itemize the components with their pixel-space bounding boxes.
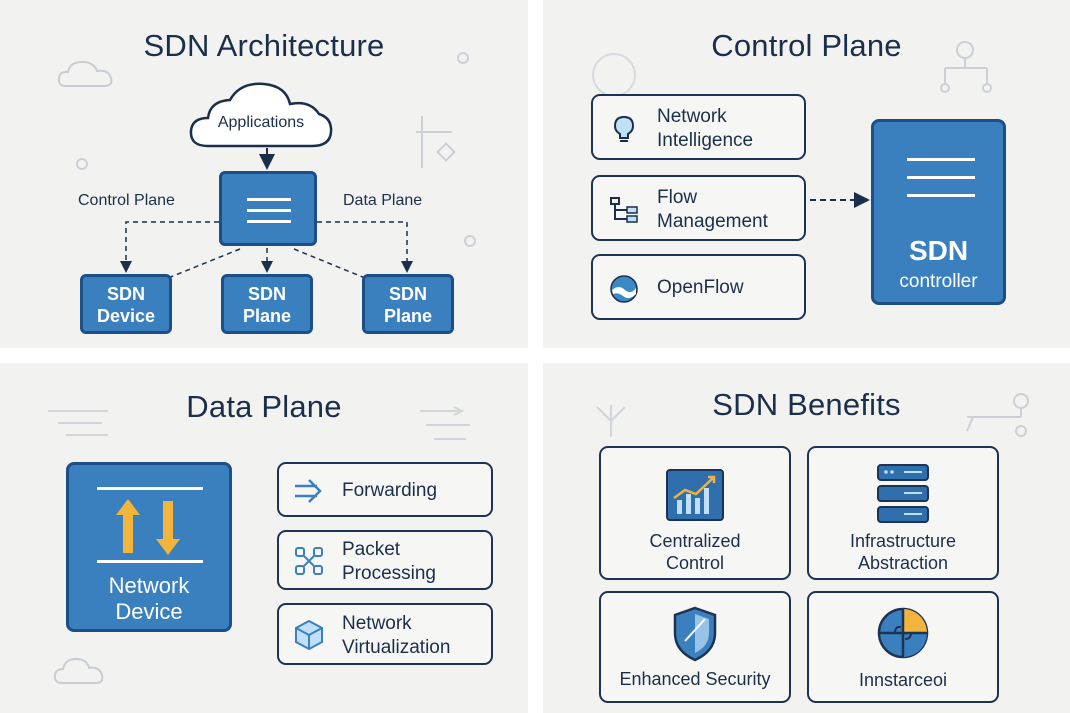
- cube-icon: [295, 619, 323, 651]
- data-plane-label: Data Plane: [343, 192, 423, 209]
- device-line1: SDN: [247, 284, 286, 304]
- network-device-box: Network Device: [66, 462, 232, 632]
- controller-title: SDN: [908, 235, 969, 266]
- card-label-line2: Control: [665, 553, 725, 573]
- menu-lines-icon: [907, 158, 975, 212]
- lightbulb-icon: [613, 115, 635, 142]
- forwarding-card: Forwarding: [277, 462, 493, 517]
- sdn-architecture-panel: SDN Architecture Applications Control Pl…: [0, 0, 528, 348]
- openflow-icon: [610, 275, 638, 303]
- card-label-line2: Processing: [342, 563, 436, 584]
- divider: [97, 487, 203, 490]
- network-decoration-icon: [966, 393, 1029, 437]
- network-device-line2: Device: [115, 599, 183, 624]
- device-line2: Plane: [383, 306, 433, 326]
- divider: [97, 560, 203, 563]
- forward-arrow-icon: [295, 479, 322, 503]
- architecture-connectors: [120, 148, 413, 279]
- openflow-card: OpenFlow: [591, 254, 806, 320]
- packet-processing-card: Packet Processing: [277, 530, 493, 590]
- card-label-line2: Management: [657, 211, 768, 232]
- cloud-icon: [189, 82, 333, 148]
- controller-subtitle: controller: [899, 271, 978, 292]
- card-label-line2: Intelligence: [657, 130, 754, 151]
- card-label-line2: Virtualization: [342, 637, 451, 658]
- card-label: Network Virtualization: [342, 612, 450, 660]
- device-line1: SDN: [106, 284, 145, 304]
- shield-icon: [673, 606, 717, 662]
- network-intelligence-card: Network Intelligence: [591, 94, 806, 160]
- chart-icon: [666, 469, 724, 521]
- infrastructure-abstraction-card: Infrastructure Abstraction: [807, 446, 999, 580]
- card-label-line1: Flow: [657, 187, 698, 208]
- circle-decoration-icon: [457, 52, 469, 64]
- data-plane-title: Data Plane: [186, 389, 342, 424]
- branch-decoration-icon: [596, 405, 626, 437]
- card-label-line2: Abstraction: [857, 553, 949, 573]
- flowchart-icon: [610, 197, 638, 223]
- architecture-title: SDN Architecture: [143, 28, 385, 63]
- card-label-line1: Network: [342, 613, 412, 634]
- circle-decoration-icon: [592, 53, 636, 97]
- card-label-line1: Infrastructure: [849, 531, 957, 551]
- card-label: Network Intelligence: [657, 105, 753, 153]
- lines-decoration-icon: [48, 410, 108, 436]
- controller-box: [219, 171, 317, 246]
- control-plane-panel: Control Plane Network Intelligence Flow …: [543, 0, 1070, 348]
- applications-cloud: Applications: [186, 78, 336, 150]
- sdn-plane-box: SDN Plane: [221, 274, 313, 334]
- sdn-plane-box: SDN Plane: [362, 274, 454, 334]
- nodes-icon: [295, 547, 323, 575]
- card-label: Packet Processing: [342, 538, 436, 586]
- benefits-title: SDN Benefits: [712, 387, 901, 422]
- card-label: Innstarceoi: [858, 670, 948, 690]
- device-line2: Plane: [242, 306, 292, 326]
- up-down-arrows-icon: [116, 499, 180, 555]
- card-label: Centralized Control: [601, 530, 789, 574]
- circle-decoration-icon: [76, 158, 88, 170]
- card-label: OpenFlow: [657, 277, 744, 298]
- enhanced-security-card: Enhanced Security: [599, 591, 791, 703]
- sdn-controller-box: SDN controller: [871, 119, 1006, 305]
- puzzle-globe-icon: [877, 607, 929, 659]
- card-label: Enhanced Security: [619, 669, 771, 689]
- card-label-line1: Centralized: [649, 531, 741, 551]
- server-stack-icon: [877, 464, 929, 523]
- device-line1: SDN: [388, 284, 427, 304]
- centralized-control-card: Centralized Control: [599, 446, 791, 580]
- card-label-line1: Packet: [342, 539, 401, 560]
- card-label: Infrastructure Abstraction: [809, 530, 997, 574]
- cloud-decoration-icon: [53, 657, 104, 684]
- device-line2: Device: [96, 306, 156, 326]
- network-decoration-icon: [940, 41, 992, 93]
- network-device-line1: Network: [108, 573, 190, 598]
- flow-management-card: Flow Management: [591, 175, 806, 241]
- circle-decoration-icon: [464, 235, 476, 247]
- dashed-arrow: [810, 192, 870, 208]
- network-virtualization-card: Network Virtualization: [277, 603, 493, 665]
- card-label: Flow Management: [657, 186, 768, 234]
- card-label: Forwarding: [342, 480, 438, 501]
- network-device-label: Network Device: [69, 573, 229, 625]
- graph-decoration-icon: [416, 116, 456, 168]
- cloud-decoration-icon: [57, 60, 113, 87]
- menu-lines-icon: [247, 198, 291, 231]
- sdn-benefits-panel: SDN Benefits Centralized Control: [543, 363, 1070, 713]
- sdn-device-box: SDN Device: [80, 274, 172, 334]
- innstarceoi-card: Innstarceoi: [807, 591, 999, 703]
- control-plane-title: Control Plane: [711, 28, 902, 63]
- applications-label: Applications: [217, 114, 305, 131]
- lines-decoration-icon: [420, 406, 470, 440]
- data-plane-panel: Data Plane Network Device Forwarding: [0, 363, 528, 713]
- card-label-line1: Network: [657, 106, 727, 127]
- control-plane-label: Control Plane: [78, 192, 175, 209]
